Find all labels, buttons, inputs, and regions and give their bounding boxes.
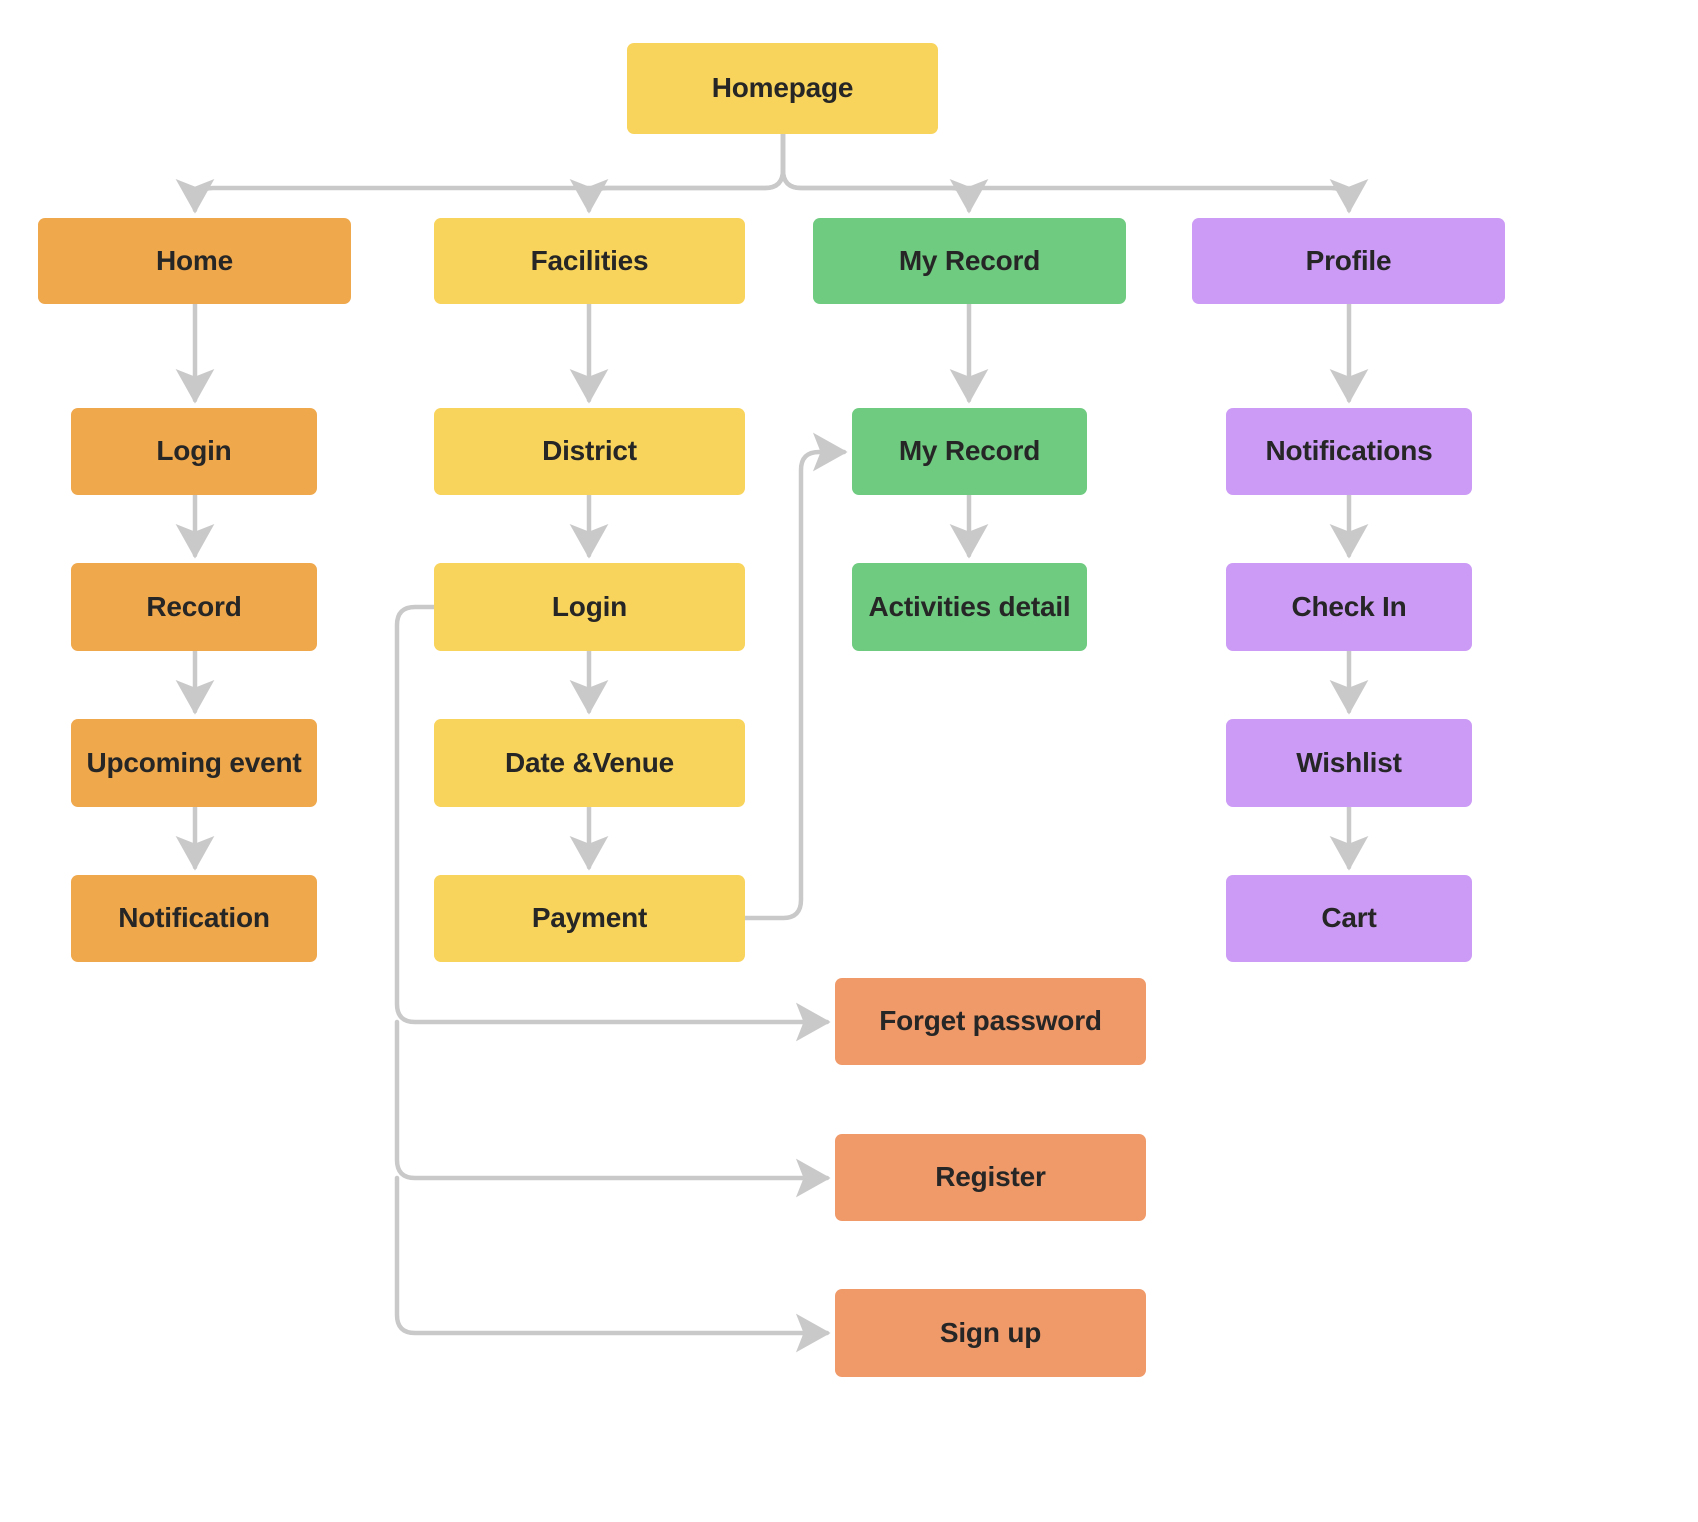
node-my-record[interactable]: My Record: [813, 218, 1126, 304]
edge-payment-to-my-record: [742, 432, 848, 921]
node-facilities-date-venue[interactable]: Date &Venue: [434, 719, 745, 807]
node-facilities[interactable]: Facilities: [434, 218, 745, 304]
node-home-upcoming-event[interactable]: Upcoming event: [71, 719, 317, 807]
node-facilities-login[interactable]: Login: [434, 563, 745, 651]
node-sign-up[interactable]: Sign up: [835, 1289, 1146, 1377]
edge-homepage-to-facilities: [569, 131, 786, 214]
node-facilities-payment[interactable]: Payment: [434, 875, 745, 962]
edge-homepage-to-profile: [780, 131, 1369, 214]
node-profile-cart[interactable]: Cart: [1226, 875, 1472, 962]
node-profile[interactable]: Profile: [1192, 218, 1505, 304]
node-my-record-detail[interactable]: My Record: [852, 408, 1087, 495]
node-home[interactable]: Home: [38, 218, 351, 304]
node-profile-check-in[interactable]: Check In: [1226, 563, 1472, 651]
node-register[interactable]: Register: [835, 1134, 1146, 1221]
node-home-login[interactable]: Login: [71, 408, 317, 495]
edge-homepage-to-home: [175, 131, 786, 214]
node-forget-password[interactable]: Forget password: [835, 978, 1146, 1065]
node-profile-wishlist[interactable]: Wishlist: [1226, 719, 1472, 807]
node-home-record[interactable]: Record: [71, 563, 317, 651]
node-facilities-district[interactable]: District: [434, 408, 745, 495]
edge-homepage-to-my-record: [780, 131, 989, 214]
node-home-notification[interactable]: Notification: [71, 875, 317, 962]
node-activities-detail[interactable]: Activities detail: [852, 563, 1087, 651]
node-homepage[interactable]: Homepage: [627, 43, 938, 134]
node-profile-notifications[interactable]: Notifications: [1226, 408, 1472, 495]
edge-login-to-sign-up: [394, 1175, 831, 1353]
edge-login-to-register: [394, 1019, 831, 1198]
